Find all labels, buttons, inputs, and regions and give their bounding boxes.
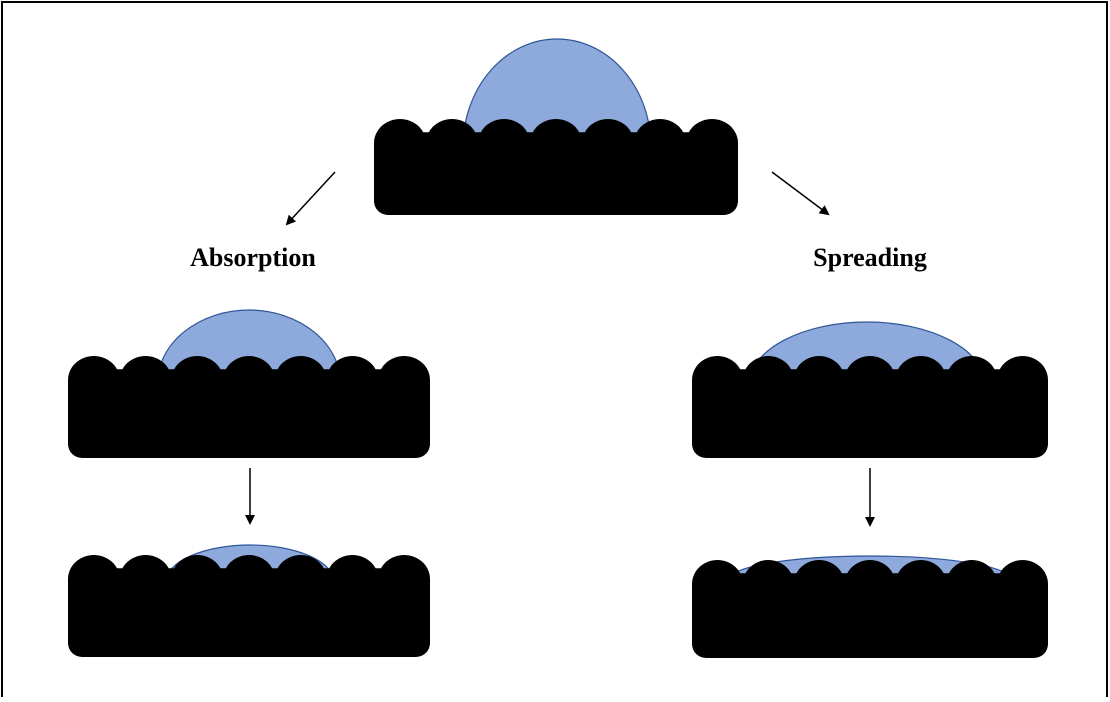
initial-substrate-bump: [374, 119, 426, 151]
spreading-intermediate-substrate-bump: [692, 356, 743, 388]
spreading-intermediate-substrate-bump: [844, 356, 896, 388]
absorption-final-substrate-bump: [68, 555, 120, 587]
absorption-final-substrate-bump: [119, 555, 172, 587]
absorption-final-panel: [68, 544, 430, 657]
spreading-intermediate-panel: [692, 321, 1048, 458]
spreading-final-substrate-bump: [742, 560, 794, 592]
panels-layer: [68, 38, 1048, 658]
spreading-intermediate-substrate-bump: [793, 356, 845, 388]
spreading-intermediate-substrate-bump: [742, 356, 794, 388]
absorption-intermediate-substrate-bump: [68, 356, 120, 388]
spreading-intermediate-substrate-bump: [895, 356, 947, 388]
absorption-final-substrate-base: [68, 568, 430, 657]
absorption-intermediate-substrate-bump: [119, 356, 172, 388]
spreading-final-substrate-bump: [692, 560, 743, 592]
absorption-final-substrate-bump: [326, 555, 379, 587]
arrow-to-absorption: [285, 171, 336, 226]
spreading-final-substrate-bump: [793, 560, 845, 592]
spreading-intermediate-substrate-bump: [946, 356, 998, 388]
absorption-intermediate-substrate-bump: [274, 356, 327, 388]
initial-substrate-bump: [426, 119, 478, 151]
absorption-intermediate-panel: [68, 309, 430, 458]
spreading-label: Spreading: [813, 243, 927, 272]
initial-substrate-bump: [582, 119, 634, 151]
arrow-to-spreading: [771, 171, 830, 216]
absorption-intermediate-substrate-bump: [171, 356, 224, 388]
spreading-intermediate-substrate-base: [692, 369, 1048, 458]
absorption-intermediate-substrate-base: [68, 369, 430, 458]
absorption-final-substrate-bump: [274, 555, 327, 587]
spreading-final-substrate-bump: [895, 560, 947, 592]
initial-substrate-bump: [478, 119, 530, 151]
absorption-label: Absorption: [190, 243, 316, 272]
spreading-final-substrate-base: [692, 573, 1048, 658]
spreading-intermediate-substrate-bump: [997, 356, 1048, 388]
absorption-intermediate-substrate-bump: [378, 356, 430, 388]
absorption-intermediate-substrate-bump: [326, 356, 379, 388]
absorption-final-substrate-bump: [171, 555, 224, 587]
spreading-final-substrate-bump: [997, 560, 1048, 592]
initial-substrate-bump: [634, 119, 686, 151]
absorption-final-substrate-bump: [378, 555, 430, 587]
spreading-final-substrate-bump: [946, 560, 998, 592]
absorption-intermediate-substrate-bump: [223, 356, 275, 388]
spreading-final-substrate-bump: [844, 560, 896, 592]
spreading-final-panel: [692, 555, 1048, 658]
absorption-final-substrate-bump: [223, 555, 275, 587]
initial-panel: [374, 38, 738, 215]
initial-substrate-bump: [686, 119, 738, 151]
initial-substrate-base: [374, 132, 738, 215]
initial-substrate-bump: [530, 119, 582, 151]
